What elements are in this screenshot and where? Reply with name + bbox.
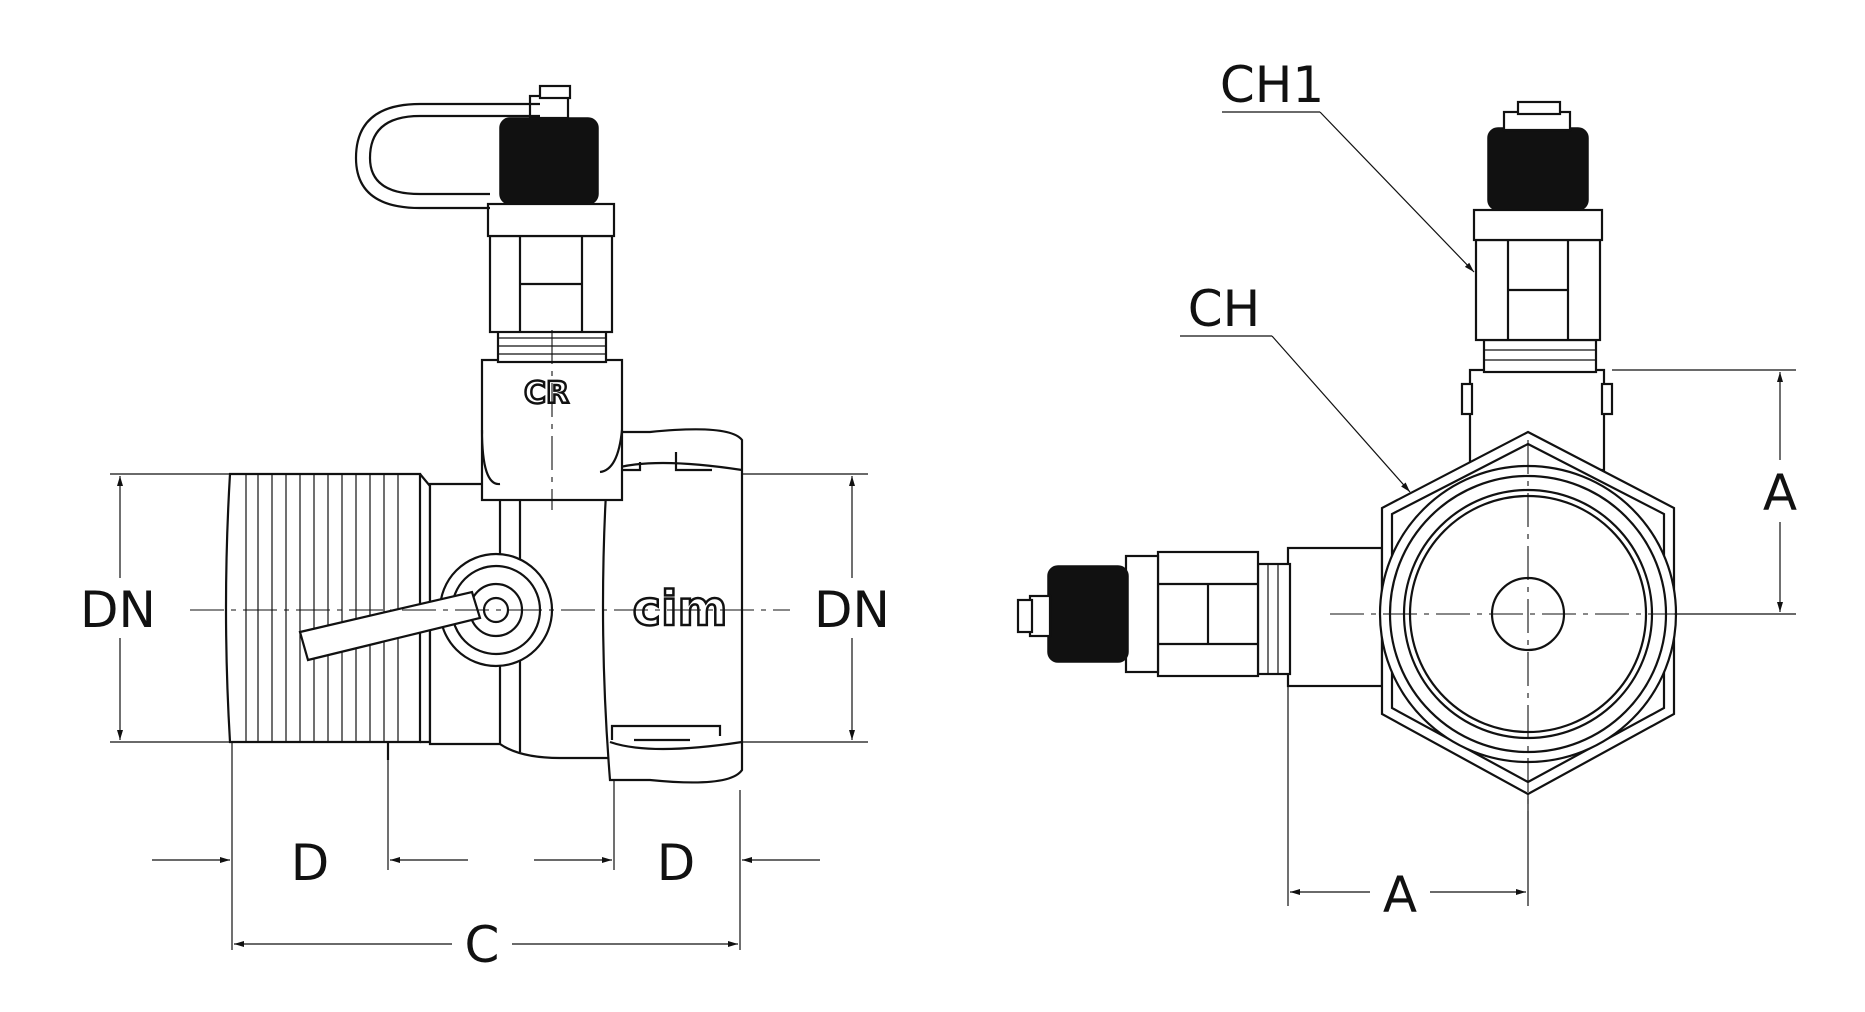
d-left-label: D (291, 834, 330, 892)
dn-left-dimension: DN (74, 473, 232, 743)
ch-label-leader: CH (1180, 280, 1411, 493)
female-hex-end (601, 428, 744, 784)
svg-text:CR: CR (524, 376, 569, 411)
dn-right-label: DN (814, 581, 890, 639)
top-fitting (354, 84, 616, 364)
a-horizontal-label: A (1383, 866, 1417, 924)
c-label: C (465, 916, 500, 974)
ch1-label-leader: CH1 (1220, 56, 1475, 273)
dn-right-dimension: DN (742, 473, 898, 743)
svg-text:cim: cim (633, 581, 728, 637)
ch1-label: CH1 (1220, 56, 1324, 114)
front-view: CH1 CH A A (1016, 56, 1808, 924)
d-right-dimension: D (534, 834, 820, 892)
c-dimension: C (234, 912, 738, 976)
cim-logo: cim (631, 580, 728, 639)
dn-left-label: DN (80, 581, 156, 639)
front-top-fitting (1460, 100, 1614, 472)
d-right-label: D (657, 834, 696, 892)
cr-mark: CR (523, 375, 571, 413)
a-vertical-label: A (1763, 464, 1797, 522)
a-vertical-dimension: A (1612, 369, 1808, 615)
front-side-fitting (1016, 546, 1384, 688)
ch-label: CH (1188, 280, 1261, 338)
male-thread-end (224, 472, 432, 760)
side-view: CR cim DN DN (74, 84, 898, 976)
a-horizontal-dimension: A (1287, 686, 1529, 924)
d-left-dimension: D (152, 834, 468, 892)
